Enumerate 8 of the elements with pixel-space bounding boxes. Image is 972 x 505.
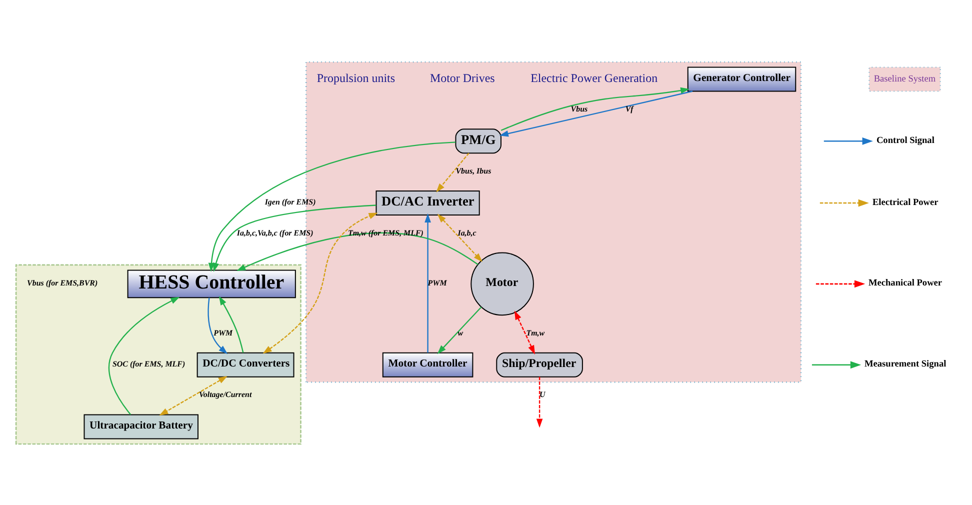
legend-label: Control Signal [876,135,934,146]
label: Motor Drives [430,70,495,85]
legend-label: Electrical Power [872,197,938,208]
label: Electric Power Generation [530,70,658,85]
legend-label: Mechanical Power [868,278,942,288]
legend-label: Measurement Signal [864,359,946,370]
label: Propulsion units [316,70,396,85]
legend-label: Baseline System [874,74,936,84]
